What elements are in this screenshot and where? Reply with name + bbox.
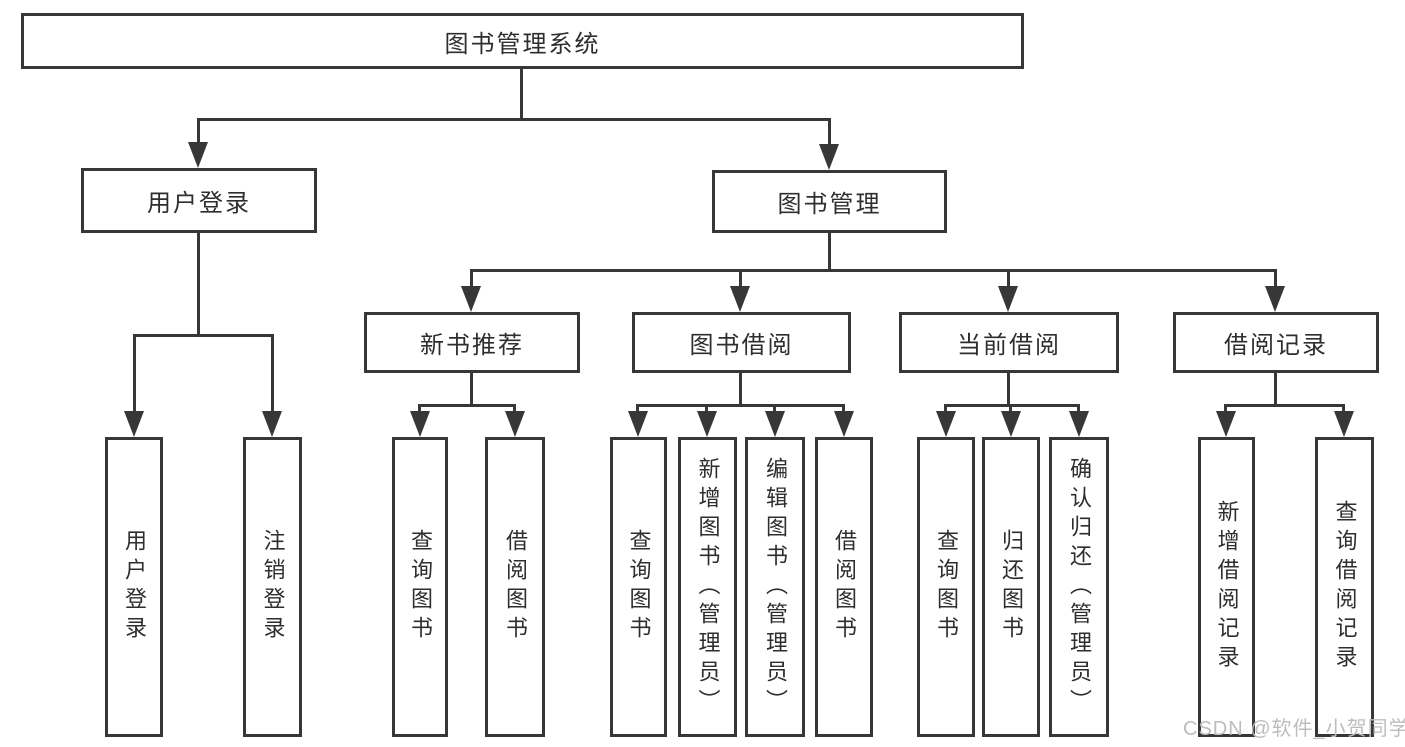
node-new-book-recommend: 新书推荐: [364, 312, 580, 373]
arrow-book-management: [819, 144, 839, 170]
connector-drop-query-book-2: [636, 404, 639, 416]
connector-drop-add-book-admin: [705, 404, 708, 416]
csdn-watermark: CSDN @软件_小贺同学: [1183, 718, 1405, 740]
connector-drop-borrow-record: [1274, 269, 1277, 292]
connector-drop-book-borrow: [739, 269, 742, 292]
arrow-query-borrow-record: [1334, 411, 1354, 437]
connector-level3-rail: [471, 269, 1277, 272]
connector-borrow-record-stub: [1274, 373, 1277, 406]
connector-drop-confirm-return: [1077, 404, 1080, 416]
arrow-query-book-3: [936, 411, 956, 437]
arrow-borrow-record: [1265, 286, 1285, 312]
connector-user-login-stub: [197, 233, 200, 337]
arrow-add-borrow-record: [1216, 411, 1236, 437]
connector-drop-user-login: [197, 118, 200, 148]
leaf-query-book-3: 查询图书: [917, 437, 975, 737]
leaf-confirm-return-admin: 确认归还（管理员）: [1049, 437, 1109, 737]
node-book-management: 图书管理: [712, 170, 947, 233]
connector-drop-query-book-3: [944, 404, 947, 416]
node-borrow-record: 借阅记录: [1173, 312, 1379, 373]
connector-drop-current-borrow: [1007, 269, 1010, 292]
leaf-add-book-admin: 新增图书（管理员）: [678, 437, 737, 737]
arrow-borrow-book-2: [834, 411, 854, 437]
arrow-query-book-1: [410, 411, 430, 437]
connector-drop-edit-book-admin: [773, 404, 776, 416]
connector-user-login-rail: [133, 334, 274, 337]
leaf-query-book-1: 查询图书: [392, 437, 448, 737]
node-current-borrow: 当前借阅: [899, 312, 1119, 373]
leaf-edit-book-admin: 编辑图书（管理员）: [745, 437, 805, 737]
leaf-borrow-book-2: 借阅图书: [815, 437, 873, 737]
leaf-query-borrow-record: 查询借阅记录: [1315, 437, 1374, 737]
connector-drop-borrow-book-1: [513, 404, 516, 416]
connector-drop-leaf-logout: [271, 334, 274, 416]
connector-drop-query-book-1: [418, 404, 421, 416]
node-user-login: 用户登录: [81, 168, 317, 233]
connector-borrow-record-rail: [1224, 404, 1345, 407]
connector-drop-borrow-book-2: [842, 404, 845, 416]
arrow-return-book: [1001, 411, 1021, 437]
connector-drop-new-book-recommend: [470, 269, 473, 292]
arrow-borrow-book-1: [505, 411, 525, 437]
connector-drop-leaf-user-login: [133, 334, 136, 416]
leaf-user-login: 用户登录: [105, 437, 163, 737]
connector-book-borrow-stub: [739, 373, 742, 406]
connector-current-borrow-rail: [944, 404, 1080, 407]
connector-drop-return-book: [1009, 404, 1012, 416]
connector-current-borrow-stub: [1007, 373, 1010, 406]
leaf-query-book-2: 查询图书: [610, 437, 667, 737]
connector-book-management-stub: [828, 233, 831, 272]
arrow-new-book-recommend: [461, 286, 481, 312]
arrow-leaf-user-login: [124, 411, 144, 437]
leaf-logout: 注销登录: [243, 437, 302, 737]
arrow-book-borrow: [730, 286, 750, 312]
connector-drop-add-borrow-record: [1224, 404, 1227, 416]
arrow-current-borrow: [998, 286, 1018, 312]
connector-level2-rail: [197, 118, 831, 121]
arrow-leaf-logout: [262, 411, 282, 437]
node-root: 图书管理系统: [21, 13, 1024, 69]
connector-new-book-recommend-stub: [470, 373, 473, 406]
connector-drop-query-borrow-record: [1342, 404, 1345, 416]
arrow-user-login: [188, 142, 208, 168]
connector-drop-book-management: [828, 118, 831, 150]
arrow-edit-book-admin: [765, 411, 785, 437]
leaf-add-borrow-record: 新增借阅记录: [1198, 437, 1255, 737]
arrow-add-book-admin: [697, 411, 717, 437]
node-book-borrow: 图书借阅: [632, 312, 851, 373]
arrow-query-book-2: [628, 411, 648, 437]
leaf-borrow-book-1: 借阅图书: [485, 437, 545, 737]
connector-root-stub: [520, 69, 523, 120]
connector-new-book-recommend-rail: [418, 404, 516, 407]
connector-book-borrow-rail: [636, 404, 845, 407]
leaf-return-book: 归还图书: [982, 437, 1040, 737]
arrow-confirm-return: [1069, 411, 1089, 437]
